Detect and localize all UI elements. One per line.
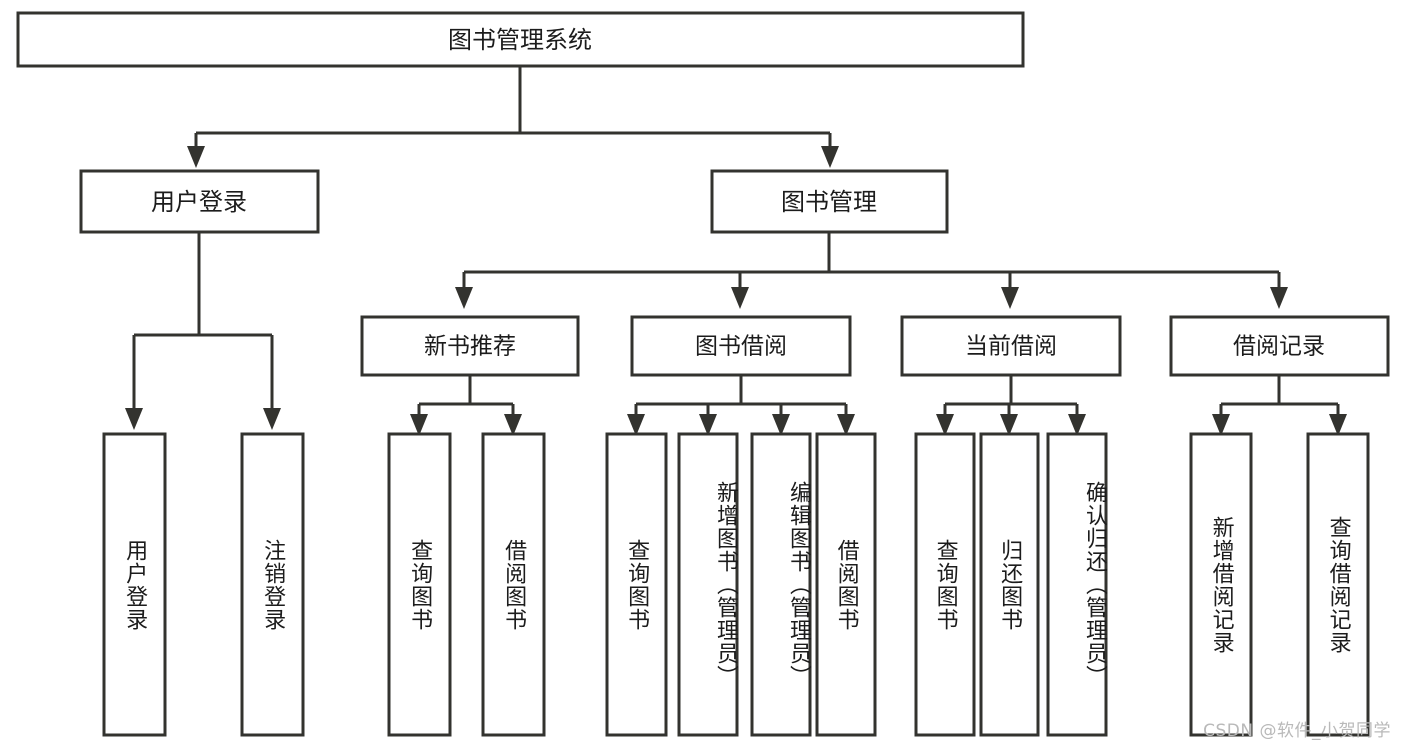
leaf-box-user-logout[interactable] bbox=[240, 432, 305, 737]
leaf-box-query-book-3[interactable] bbox=[914, 432, 976, 737]
arrow-to-borrow-record bbox=[1270, 287, 1288, 309]
user-login-label: 用户登录 bbox=[151, 188, 247, 216]
node-book-management[interactable]: 图书管理 bbox=[710, 169, 949, 234]
csdn-watermark: CSDN @软件_小贺同学 bbox=[1203, 721, 1391, 741]
connector-borrow-record-to-leaves bbox=[1212, 375, 1347, 436]
book-management-label: 图书管理 bbox=[781, 188, 877, 216]
arrow-to-leaf-user-login bbox=[125, 408, 143, 430]
node-new-book-recommend[interactable]: 新书推荐 bbox=[360, 315, 580, 377]
connector-book-borrow-to-leaves bbox=[627, 375, 855, 436]
arrow-to-new-book-recommend bbox=[455, 287, 473, 309]
leaf-box-add-book[interactable] bbox=[677, 432, 739, 737]
arrow-to-current-borrow bbox=[1001, 287, 1019, 309]
arrow-to-leaf-user-logout bbox=[263, 408, 281, 430]
node-borrow-record[interactable]: 借阅记录 bbox=[1169, 315, 1390, 377]
new-book-recommend-box[interactable] bbox=[360, 315, 580, 377]
leaf-box-borrow-book-2[interactable] bbox=[815, 432, 877, 737]
leaf-box-query-book-2[interactable] bbox=[605, 432, 668, 737]
connector-user-login-to-leaves bbox=[125, 232, 281, 430]
leaf-box-query-book-1[interactable] bbox=[387, 432, 452, 737]
arrow-to-book-management bbox=[821, 146, 839, 168]
book-borrow-label: 图书借阅 bbox=[695, 334, 787, 360]
user-login-box[interactable] bbox=[79, 169, 320, 234]
connector-book-management-to-level2 bbox=[455, 232, 1288, 309]
leaf-box-borrow-book-1[interactable] bbox=[481, 432, 546, 737]
root-node-box[interactable] bbox=[16, 11, 1025, 68]
borrow-record-label: 借阅记录 bbox=[1233, 334, 1325, 360]
leaf-box-add-borrow-record[interactable] bbox=[1189, 432, 1253, 737]
leaf-box-query-borrow-record[interactable] bbox=[1306, 432, 1370, 737]
new-book-recommend-label: 新书推荐 bbox=[424, 334, 516, 360]
node-book-borrow[interactable]: 图书借阅 bbox=[630, 315, 852, 377]
current-borrow-label: 当前借阅 bbox=[965, 334, 1057, 360]
node-user-login[interactable]: 用户登录 bbox=[79, 169, 320, 234]
leaf-box-edit-book[interactable] bbox=[750, 432, 812, 737]
root-node-label: 图书管理系统 bbox=[448, 26, 592, 54]
connector-new-book-recommend-to-leaves bbox=[410, 375, 522, 436]
leaf-box-user-login[interactable] bbox=[102, 432, 167, 737]
current-borrow-box[interactable] bbox=[900, 315, 1122, 377]
leaf-box-confirm-return[interactable] bbox=[1046, 432, 1108, 737]
arrow-to-book-borrow bbox=[731, 287, 749, 309]
node-current-borrow[interactable]: 当前借阅 bbox=[900, 315, 1122, 377]
leaf-box-return-book[interactable] bbox=[979, 432, 1040, 737]
connector-current-borrow-to-leaves bbox=[936, 375, 1086, 436]
arrow-to-user-login bbox=[187, 146, 205, 168]
node-root-book-management-system[interactable]: 图书管理系统 bbox=[16, 11, 1025, 68]
connector-root-to-level1 bbox=[187, 66, 839, 168]
